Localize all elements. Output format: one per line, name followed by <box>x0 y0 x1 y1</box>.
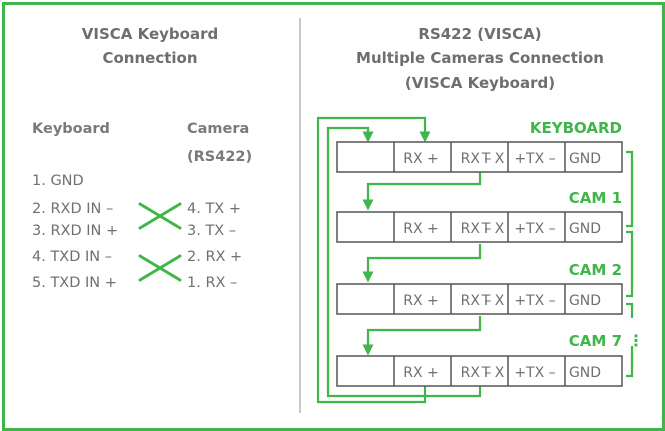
keyboard-pin-1: 1. GND <box>32 173 84 189</box>
cam1-label-rx-minus: RX – <box>461 221 492 237</box>
cam2-label-rx-minus: RX – <box>461 293 492 309</box>
kb-label-rx-plus: RX + <box>403 151 439 167</box>
keyboard-terminal-strip: RX + RX – T X +TX – GND <box>336 141 623 173</box>
cam2-terminal-strip: RX + RX – T X +TX – GND <box>336 283 623 315</box>
cam7-label-rx-plus: RX + <box>403 365 439 381</box>
kb-label-tx-pair: +TX – <box>514 151 555 167</box>
cam7-label-rx-minus: RX – <box>461 365 492 381</box>
camera-pin-rx-minus: 1. RX – <box>187 275 238 291</box>
cam2-label-gnd: GND <box>569 293 601 309</box>
right-title-line1: RS422 (VISCA) <box>418 25 542 43</box>
label-cam2: CAM 2 <box>569 261 622 279</box>
cam1-label-rx-plus: RX + <box>403 221 439 237</box>
cam2-label-tx-pair: +TX – <box>514 293 555 309</box>
cam7-label-tx: T X <box>481 365 505 381</box>
right-title-line2: Multiple Cameras Connection <box>356 49 604 67</box>
camera-pin-tx-plus: 4. TX + <box>187 201 241 217</box>
camera-pin-rx-plus: 2. RX + <box>187 249 243 265</box>
cam1-terminal-strip: RX + RX – T X +TX – GND <box>336 211 623 243</box>
ellipsis-icon: ⋮ <box>628 331 644 350</box>
cam1-label-tx: T X <box>481 221 505 237</box>
wiring-lines <box>316 116 634 404</box>
cam7-terminal-strip: RX + RX – T X +TX – GND <box>336 355 623 387</box>
camera-pin-tx-minus: 3. TX – <box>187 223 237 239</box>
keyboard-pin-2: 2. RXD IN – <box>32 201 114 217</box>
label-cam1: CAM 1 <box>569 189 622 207</box>
label-keyboard: KEYBOARD <box>530 119 622 137</box>
camera-header-line2: (RS422) <box>187 149 253 165</box>
left-title-line1: VISCA Keyboard <box>81 25 219 43</box>
label-cam7: CAM 7 <box>569 332 622 350</box>
kb-label-rx-minus: RX – <box>461 151 492 167</box>
panel-divider <box>299 18 301 413</box>
crossover-rx <box>138 254 182 282</box>
cam1-label-tx-pair: +TX – <box>514 221 555 237</box>
keyboard-pin-4: 4. TXD IN – <box>32 249 112 265</box>
cam1-label-gnd: GND <box>569 221 601 237</box>
cam2-label-tx: T X <box>481 293 505 309</box>
keyboard-pin-5: 5. TXD IN + <box>32 275 117 291</box>
crossover-tx <box>138 202 182 230</box>
cam2-label-rx-plus: RX + <box>403 293 439 309</box>
keyboard-pin-3: 3. RXD IN + <box>32 223 119 239</box>
left-title-line2: Connection <box>102 49 198 67</box>
camera-header-line1: Camera <box>187 121 250 137</box>
kb-label-gnd: GND <box>569 151 601 167</box>
cam7-label-gnd: GND <box>569 365 601 381</box>
cam7-label-tx-pair: +TX – <box>514 365 555 381</box>
kb-label-tx: T X <box>481 151 505 167</box>
keyboard-header: Keyboard <box>32 121 110 137</box>
right-title-line3: (VISCA Keyboard) <box>404 74 556 92</box>
